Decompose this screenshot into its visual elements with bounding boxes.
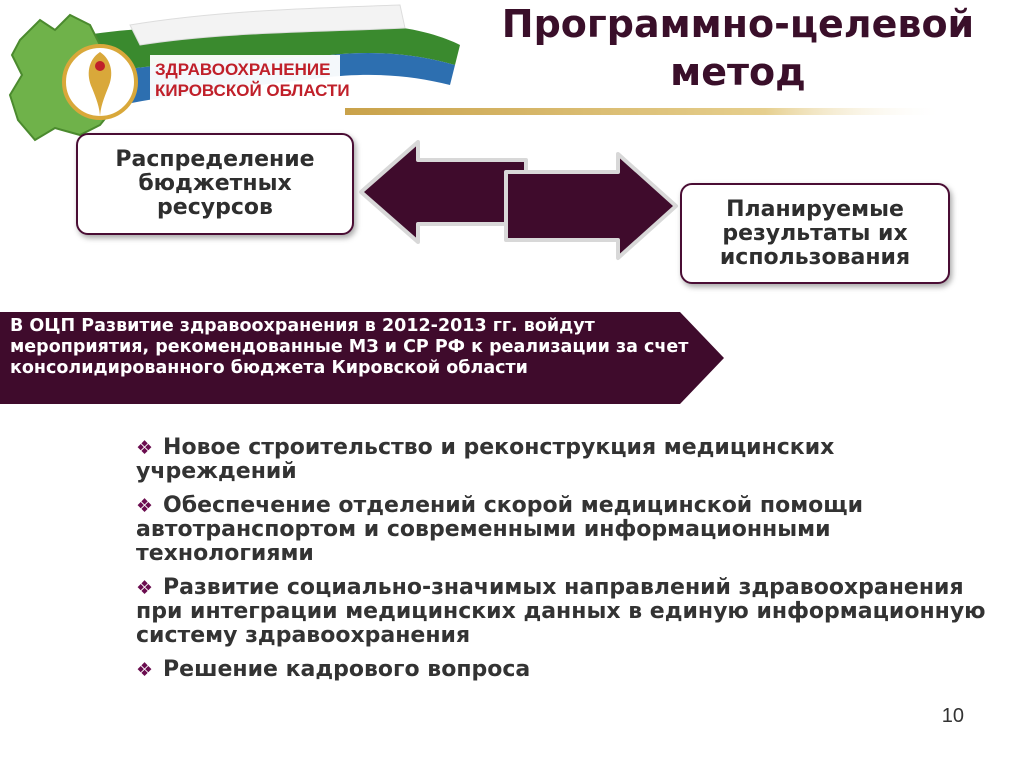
bullet-list: ❖Новое строительство и реконструкция мед… [136, 436, 996, 692]
list-item: ❖Новое строительство и реконструкция мед… [136, 436, 996, 484]
planned-results-label: Планируемые результаты их использования [719, 196, 911, 270]
info-banner-text: В ОЦП Развитие здравоохранения в 2012-20… [10, 316, 689, 378]
list-item-text: Решение кадрового вопроса [163, 657, 531, 682]
list-item: ❖ Решение кадрового вопроса [136, 658, 996, 682]
list-item: ❖Развитие социально-значимых направлений… [136, 576, 996, 648]
diamond-bullet-icon: ❖ [136, 577, 154, 599]
logo-line2: КИРОВСКОЙ ОБЛАСТИ [155, 81, 350, 100]
list-item-text: Развитие социально-значимых направлений … [136, 575, 986, 648]
diamond-bullet-icon: ❖ [136, 437, 154, 459]
logo-line1: ЗДРАВООХРАНЕНИЕ [155, 60, 330, 79]
page-number: 10 [941, 705, 964, 727]
budget-distribution-box: Распределение бюджетных ресурсов [76, 133, 354, 235]
list-item-text: Обеспечение отделений скорой медицинской… [136, 493, 864, 566]
diamond-bullet-icon: ❖ [136, 659, 154, 681]
diamond-bullet-icon: ❖ [136, 495, 154, 517]
double-arrow-icon [359, 140, 678, 260]
medical-emblem-icon [62, 44, 138, 120]
page-title-line1: Программно-целевой [501, 2, 975, 46]
list-item: ❖Обеспечение отделений скорой медицинско… [136, 494, 996, 566]
page-title-line2: метод [670, 50, 806, 94]
budget-distribution-label: Распределение бюджетных ресурсов [115, 147, 315, 220]
planned-results-box: Планируемые результаты их использования [680, 183, 950, 284]
list-item-text: Новое строительство и реконструкция меди… [136, 435, 835, 484]
ribbon-white [129, 4, 406, 46]
info-banner-shape [0, 312, 724, 404]
header-logo: ЗДРАВООХРАНЕНИЕ КИРОВСКОЙ ОБЛАСТИ [8, 4, 460, 142]
gold-divider [345, 108, 945, 115]
